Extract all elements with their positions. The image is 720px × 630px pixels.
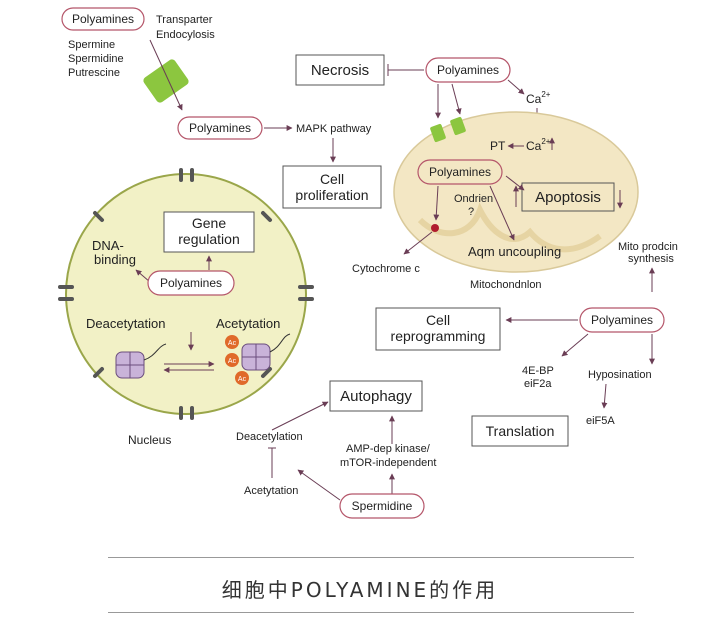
pt-label: PT bbox=[490, 139, 506, 153]
eif5a-label: eiF5A bbox=[586, 415, 615, 427]
translation-box bbox=[471, 415, 569, 447]
nucleus-group: Gene regulation DNA- binding Polyamines … bbox=[58, 168, 314, 447]
arrow-to-apoptosis bbox=[505, 175, 525, 191]
ca-mito-label: Ca2+ bbox=[526, 137, 551, 153]
ca-top-label: Ca2+ bbox=[526, 90, 551, 106]
mito-synthesis-label-1: Mito prodcin bbox=[618, 241, 678, 253]
apoptosis-label: Apoptosis bbox=[535, 189, 601, 206]
arrow-to-4ebp bbox=[561, 333, 589, 357]
translation-label: Translation bbox=[486, 423, 555, 439]
polyamines-label: Polyamines bbox=[591, 313, 653, 327]
spermidine-label: Spermidine bbox=[352, 499, 413, 513]
histone-icon-left bbox=[115, 343, 167, 379]
necrosis-box bbox=[295, 54, 385, 86]
cell-proliferation-label-2: proliferation bbox=[295, 187, 368, 203]
polyamines-pill-necrosis bbox=[425, 57, 511, 83]
transporter-label: Transparter bbox=[156, 14, 213, 26]
arrow-deacetylation-to-autophagy bbox=[271, 401, 329, 431]
mitochondrion-group: PT Ca2+ Polyamines Ondrien ? Apoptosis A… bbox=[352, 111, 678, 292]
deacetylation-nucleus-label: Deacetytation bbox=[86, 316, 166, 331]
apoptosis-box bbox=[521, 182, 615, 212]
cell-reprogramming-label-2: reprogramming bbox=[391, 328, 486, 344]
transporter-channel-icon bbox=[143, 59, 189, 103]
polyamines-pill-mito bbox=[417, 159, 503, 185]
polyamines-label: Polyamines bbox=[160, 276, 222, 290]
diagram-canvas: Polyamines Transparter Endocylosis Sperm… bbox=[58, 7, 678, 519]
cell-reprogramming-label-1: Cell bbox=[426, 312, 450, 328]
autophagy-group: Autophagy AMP-dep kinase/ mTOR-independe… bbox=[236, 380, 436, 519]
arrow-transport-in bbox=[149, 39, 183, 111]
necrosis-group: Necrosis Polyamines Ca2+ bbox=[295, 54, 551, 129]
polyamines-label: Polyamines bbox=[429, 165, 491, 179]
mapk-group: Polyamines MAPK pathway Cell proliferati… bbox=[177, 116, 382, 209]
cell-proliferation-box bbox=[282, 165, 382, 209]
spermidine-label: Spermidine bbox=[68, 53, 124, 65]
reprogramming-group: Cell reprogramming Polyamines 4E-BP eiF2… bbox=[375, 307, 665, 447]
gene-regulation-box bbox=[163, 211, 255, 253]
polyamines-label: Polyamines bbox=[189, 121, 251, 135]
svg-text:Ac: Ac bbox=[228, 340, 237, 347]
polyamines-pill-nucleus bbox=[147, 270, 235, 296]
endocytosis-label: Endocylosis bbox=[156, 29, 215, 41]
arrow-down-2 bbox=[451, 83, 462, 115]
cell-reprogramming-box bbox=[375, 307, 501, 351]
cell-proliferation-label-1: Cell bbox=[320, 171, 344, 187]
autophagy-box bbox=[329, 380, 423, 412]
mapk-pathway-label: MAPK pathway bbox=[296, 123, 372, 135]
acetylation-autophagy-label: Acetytation bbox=[244, 485, 298, 497]
channel-icon-2 bbox=[450, 116, 466, 136]
uncoupling-label: Aqm uncoupling bbox=[468, 244, 561, 259]
question-label: ? bbox=[468, 206, 474, 218]
acetyl-group-2: Ac bbox=[225, 353, 239, 367]
ondrien-label: Ondrien bbox=[454, 193, 493, 205]
cristae-shape bbox=[417, 202, 602, 253]
nuclear-pores bbox=[58, 168, 314, 420]
caption-bottom-divider bbox=[108, 612, 634, 613]
arrow-spermidine-to-deacetylation bbox=[297, 469, 341, 501]
acetyl-group-3: Ac bbox=[235, 371, 249, 385]
arrow-cytochrome-out bbox=[403, 231, 433, 255]
svg-text:Ac: Ac bbox=[238, 376, 247, 383]
histone-icon-right bbox=[241, 333, 291, 371]
hyposination-label: Hyposination bbox=[588, 369, 652, 381]
necrosis-label: Necrosis bbox=[311, 62, 369, 79]
4ebp-label: 4E-BP bbox=[522, 365, 554, 377]
autophagy-label: Autophagy bbox=[340, 388, 412, 405]
arrow-to-eif5a bbox=[601, 383, 608, 409]
deacetylation-autophagy-label: Deacetylation bbox=[236, 431, 303, 443]
polyamines-label: Polyamines bbox=[72, 12, 134, 26]
putrescine-label: Putrescine bbox=[68, 67, 120, 79]
polyamines-pill-upper bbox=[177, 116, 263, 140]
cytochrome-label: Cytochrome c bbox=[352, 263, 420, 275]
arrow-to-ca bbox=[507, 79, 525, 95]
polyamines-pill-transport bbox=[61, 7, 145, 31]
mito-synthesis-label-2: synthesis bbox=[628, 253, 674, 265]
dna-binding-label-1: DNA- bbox=[92, 238, 124, 253]
caption-top-divider bbox=[108, 557, 634, 558]
cytochrome-dot bbox=[431, 224, 439, 232]
mitochondrion-label: Mitochondnlon bbox=[470, 279, 542, 291]
channel-icon-1 bbox=[430, 123, 446, 143]
dna-binding-label-2: binding bbox=[94, 252, 136, 267]
arrow-to-cytochrome-dot bbox=[433, 185, 440, 221]
acetyl-group-1: Ac bbox=[225, 335, 239, 349]
arrow-to-dna-binding bbox=[135, 269, 151, 283]
spermine-label: Spermine bbox=[68, 39, 115, 51]
polyamines-label: Polyamines bbox=[437, 63, 499, 77]
ampk-label-1: AMP-dep kinase/ bbox=[346, 443, 431, 455]
eif2a-label: eiF2a bbox=[524, 378, 552, 390]
gene-regulation-label-2: regulation bbox=[178, 231, 240, 247]
polyamines-pill-reprog bbox=[579, 307, 665, 333]
nucleus-label: Nucleus bbox=[128, 433, 171, 447]
ampk-label-2: mTOR-independent bbox=[340, 457, 436, 469]
acetylation-nucleus-label: Acetytation bbox=[216, 316, 280, 331]
arrow-to-uncoupling bbox=[489, 185, 515, 241]
gene-regulation-label-1: Gene bbox=[192, 215, 226, 231]
transport-group: Polyamines Transparter Endocylosis Sperm… bbox=[61, 7, 215, 111]
caption: 细胞中POLYAMINE的作用 bbox=[221, 578, 499, 602]
svg-text:Ac: Ac bbox=[228, 358, 237, 365]
spermidine-pill bbox=[339, 493, 425, 519]
